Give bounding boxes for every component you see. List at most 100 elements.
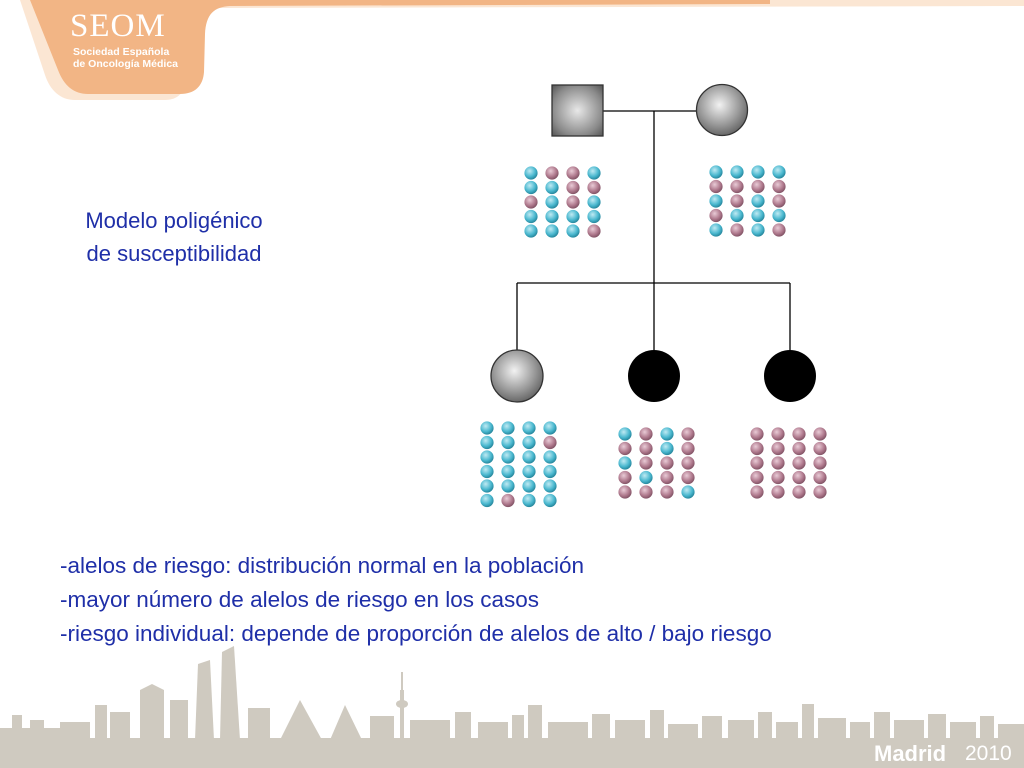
- high-risk-allele: [792, 456, 806, 470]
- high-risk-allele: [709, 208, 723, 223]
- high-risk-allele: [618, 470, 632, 485]
- low-risk-allele: [501, 479, 515, 493]
- high-risk-allele: [772, 223, 786, 237]
- low-risk-allele: [618, 427, 632, 441]
- header-orange-band: [0, 0, 770, 94]
- high-risk-allele: [771, 485, 785, 499]
- low-risk-allele: [545, 224, 559, 238]
- high-risk-allele: [618, 441, 632, 456]
- logo-subtitle-2: de Oncología Médica: [73, 58, 179, 70]
- high-risk-allele: [772, 179, 786, 194]
- low-risk-allele: [524, 209, 538, 224]
- low-risk-allele: [524, 166, 538, 180]
- bullet-3: -riesgo individual: depende de proporció…: [60, 621, 772, 646]
- high-risk-allele: [730, 223, 744, 237]
- low-risk-allele: [709, 194, 723, 208]
- low-risk-allele: [587, 166, 601, 180]
- low-risk-allele: [751, 165, 765, 179]
- high-risk-allele: [639, 441, 653, 456]
- low-risk-allele: [772, 165, 786, 179]
- high-risk-allele: [681, 427, 695, 441]
- low-risk-allele: [660, 441, 674, 456]
- slide-title-line-2: de susceptibilidad: [86, 241, 262, 266]
- low-risk-allele: [480, 493, 494, 508]
- high-risk-allele: [639, 427, 653, 441]
- high-risk-allele: [524, 195, 538, 209]
- low-risk-allele: [522, 450, 536, 464]
- high-risk-allele: [750, 485, 764, 499]
- high-risk-allele: [771, 441, 785, 456]
- high-risk-allele: [813, 470, 827, 485]
- low-risk-allele: [639, 470, 653, 485]
- header-banner: [0, 0, 1024, 100]
- high-risk-allele: [501, 493, 515, 508]
- low-risk-allele: [543, 464, 557, 479]
- high-risk-allele: [772, 194, 786, 208]
- low-risk-allele: [522, 493, 536, 508]
- high-risk-allele: [771, 456, 785, 470]
- high-risk-allele: [813, 441, 827, 456]
- low-risk-allele: [543, 479, 557, 493]
- high-risk-allele: [660, 485, 674, 499]
- high-risk-allele: [543, 435, 557, 450]
- low-risk-allele: [545, 209, 559, 224]
- child-2-allele-grid: [618, 427, 695, 499]
- high-risk-allele: [639, 456, 653, 470]
- low-risk-allele: [545, 180, 559, 195]
- low-risk-allele: [543, 493, 557, 508]
- footer-city: Madrid: [874, 741, 947, 766]
- low-risk-allele: [522, 464, 536, 479]
- high-risk-allele: [566, 195, 580, 209]
- low-risk-allele: [566, 209, 580, 224]
- low-risk-allele: [501, 450, 515, 464]
- low-risk-allele: [709, 165, 723, 179]
- high-risk-allele: [730, 194, 744, 208]
- father-square: [551, 84, 604, 137]
- high-risk-allele: [587, 180, 601, 195]
- slide-title-line-1: Modelo poligénico: [85, 208, 263, 233]
- high-risk-allele: [660, 456, 674, 470]
- bullet-1: -alelos de riesgo: distribución normal e…: [60, 553, 585, 578]
- high-risk-allele: [681, 470, 695, 485]
- low-risk-allele: [660, 427, 674, 441]
- low-risk-allele: [730, 165, 744, 179]
- low-risk-allele: [751, 208, 765, 223]
- low-risk-allele: [543, 450, 557, 464]
- high-risk-allele: [792, 485, 806, 499]
- low-risk-allele: [480, 464, 494, 479]
- low-risk-allele: [566, 224, 580, 238]
- logo-title: SEOM: [70, 8, 166, 44]
- child-3-allele-grid: [750, 427, 827, 499]
- low-risk-allele: [730, 208, 744, 223]
- high-risk-allele: [566, 166, 580, 180]
- high-risk-allele: [813, 427, 827, 441]
- high-risk-allele: [730, 179, 744, 194]
- high-risk-allele: [813, 456, 827, 470]
- low-risk-allele: [501, 435, 515, 450]
- father-allele-grid: [524, 166, 601, 238]
- bullet-2: -mayor número de alelos de riesgo en los…: [60, 587, 539, 612]
- low-risk-allele: [772, 208, 786, 223]
- high-risk-allele: [751, 179, 765, 194]
- high-risk-allele: [709, 179, 723, 194]
- low-risk-allele: [501, 464, 515, 479]
- low-risk-allele: [524, 180, 538, 195]
- high-risk-allele: [639, 485, 653, 499]
- low-risk-allele: [501, 421, 515, 435]
- high-risk-allele: [660, 470, 674, 485]
- low-risk-allele: [524, 224, 538, 238]
- high-risk-allele: [771, 427, 785, 441]
- child-2-circle: [628, 350, 680, 402]
- low-risk-allele: [587, 195, 601, 209]
- low-risk-allele: [480, 450, 494, 464]
- low-risk-allele: [681, 485, 695, 499]
- high-risk-allele: [681, 456, 695, 470]
- low-risk-allele: [480, 435, 494, 450]
- high-risk-allele: [750, 456, 764, 470]
- logo-subtitle-1: Sociedad Española: [73, 46, 170, 58]
- footer-year: 2010: [965, 742, 1012, 765]
- low-risk-allele: [522, 435, 536, 450]
- bullet-list: -alelos de riesgo: distribución normal e…: [60, 549, 772, 651]
- high-risk-allele: [813, 485, 827, 499]
